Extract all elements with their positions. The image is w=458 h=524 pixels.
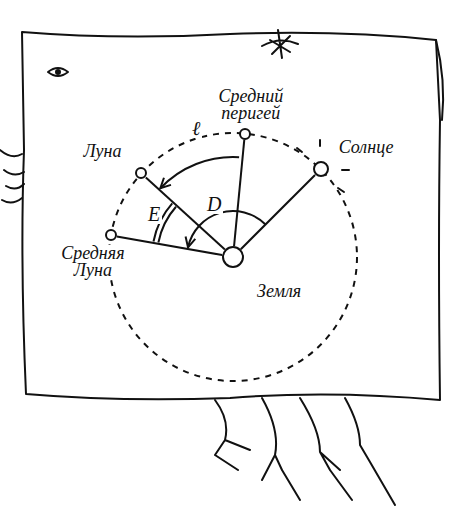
eye xyxy=(48,68,68,76)
bird-legs xyxy=(215,398,395,505)
point-label: Средняя Луна xyxy=(41,245,145,279)
arc-d xyxy=(188,211,266,247)
orbit-point: Солнце xyxy=(313,161,329,177)
point-label: Средний перигей xyxy=(203,88,299,122)
paper-fold xyxy=(436,40,443,120)
orbit-point: Луна xyxy=(135,167,147,179)
leaf-left xyxy=(0,150,24,203)
angle-label: E xyxy=(146,204,162,224)
arc-l xyxy=(160,157,239,188)
radius-line xyxy=(241,175,315,249)
radius-line xyxy=(146,177,225,249)
radius-line xyxy=(234,140,244,247)
point-label: Луна xyxy=(81,143,123,160)
angle-label: D xyxy=(205,194,223,214)
orbit-point: Средняя Луна xyxy=(105,229,117,241)
angle-label: ℓ xyxy=(190,118,202,138)
orbit-point: Средний перигей xyxy=(239,128,251,140)
orbit-point: Земля xyxy=(222,246,244,268)
arc-arrowhead xyxy=(186,237,196,248)
arc-arrowhead xyxy=(160,178,171,189)
leaf xyxy=(262,30,298,58)
paper-sheet xyxy=(22,32,440,400)
point-label: Земля xyxy=(255,283,303,300)
point-label: Солнце xyxy=(337,139,396,156)
orbit xyxy=(109,133,357,381)
